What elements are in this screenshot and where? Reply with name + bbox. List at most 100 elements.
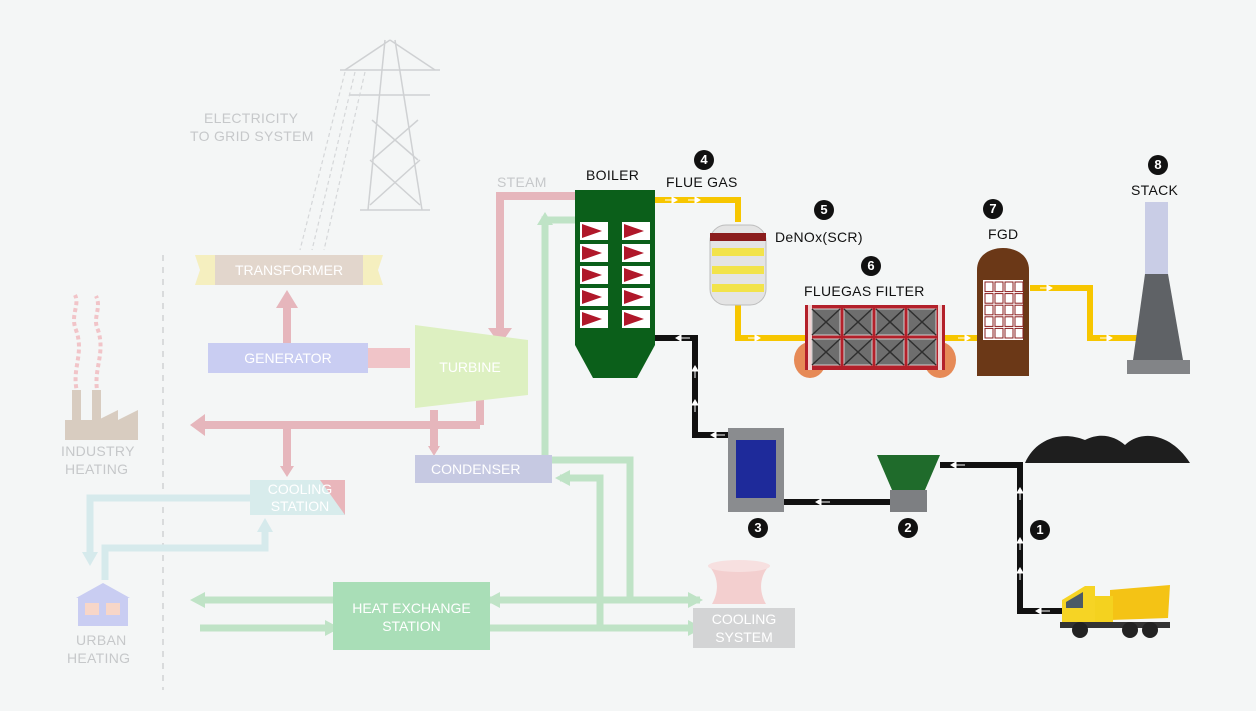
cooling-station-accent bbox=[320, 480, 345, 515]
condenser-arrow-head bbox=[428, 446, 440, 456]
transmission-tower-icon bbox=[340, 39, 440, 211]
heat-exchange-label-line1: HEAT EXCHANGE bbox=[352, 600, 471, 616]
boiler-flame bbox=[624, 290, 644, 304]
fgd-window-cell bbox=[984, 281, 994, 293]
generator-box bbox=[208, 343, 368, 373]
flue-gas-arrows bbox=[665, 196, 1113, 342]
fgd-window-cell bbox=[984, 316, 994, 327]
fgd-grid bbox=[984, 281, 1024, 339]
boiler-flame bbox=[582, 312, 602, 326]
boiler-flame bbox=[624, 268, 644, 282]
coal-mill-window bbox=[736, 440, 776, 498]
fgd-window-cell bbox=[994, 304, 1004, 316]
factory-icon bbox=[65, 294, 138, 440]
condenser-box bbox=[415, 455, 552, 483]
filter-cell bbox=[907, 308, 937, 336]
step-badge-4: 4 bbox=[694, 150, 714, 170]
generator-label: GENERATOR bbox=[244, 350, 332, 366]
coal-crusher-base bbox=[890, 490, 927, 512]
fgd-window-cell bbox=[994, 293, 1004, 304]
electricity-label-line1: ELECTRICITY bbox=[204, 110, 299, 126]
boiler-flame bbox=[624, 312, 644, 326]
filter-cell bbox=[811, 338, 841, 366]
denox-label: DeNOx(SCR) bbox=[775, 229, 863, 245]
cooling-station-box bbox=[250, 480, 345, 515]
stack-chimney bbox=[1127, 202, 1190, 374]
step-badge-3: 3 bbox=[748, 518, 768, 538]
filter-cell bbox=[875, 308, 905, 336]
step-badge-6: 6 bbox=[861, 256, 881, 276]
cooling-station-label-line2: STATION bbox=[270, 498, 330, 514]
coal-pile-icon bbox=[1025, 435, 1190, 463]
cooling-station-arrow-head bbox=[257, 518, 273, 532]
fgd-window-cell bbox=[1004, 327, 1014, 339]
turbine-shape bbox=[415, 325, 528, 408]
filter-cell bbox=[811, 308, 841, 336]
step-badge-2: 2 bbox=[898, 518, 918, 538]
filter-cell bbox=[875, 338, 905, 366]
steam-pipes bbox=[200, 192, 575, 470]
fgd-window-cell bbox=[1014, 327, 1024, 339]
condenser-label: CONDENSER bbox=[431, 461, 521, 477]
fgd-window-cell bbox=[1014, 304, 1024, 316]
heat-exchange-box bbox=[333, 582, 490, 650]
boiler-flame bbox=[582, 246, 602, 260]
cooling-tower-top bbox=[708, 560, 770, 572]
transformer-end-left bbox=[195, 255, 215, 285]
fgd-window-cell bbox=[1004, 281, 1014, 293]
fluegas-filter-label: FLUEGAS FILTER bbox=[804, 283, 925, 299]
industry-arrow-head bbox=[190, 414, 205, 436]
cooling-system-label-line2: SYSTEM bbox=[715, 629, 773, 645]
transformer-box bbox=[215, 255, 363, 285]
urban-pipes bbox=[86, 494, 269, 580]
power-lines bbox=[299, 71, 366, 251]
step-badge-8: 8 bbox=[1148, 155, 1168, 175]
fgd-window-cell bbox=[994, 316, 1004, 327]
fgd-label: FGD bbox=[988, 226, 1019, 242]
fgd-window-cell bbox=[1004, 293, 1014, 304]
industry-heating-line1: INDUSTRY bbox=[61, 443, 135, 459]
fgd-window-cell bbox=[984, 327, 994, 339]
fgd-window-cell bbox=[1004, 316, 1014, 327]
stack-label: STACK bbox=[1131, 182, 1179, 198]
water-arrow-heads bbox=[190, 212, 703, 636]
boiler-label: BOILER bbox=[586, 167, 640, 183]
fgd-window-cell bbox=[1014, 281, 1024, 293]
coal-crusher-hopper bbox=[877, 455, 940, 490]
step-badge-5: 5 bbox=[814, 200, 834, 220]
industry-heating-line2: HEATING bbox=[65, 461, 129, 477]
denox-reactor bbox=[709, 224, 767, 306]
electricity-label-line2: TO GRID SYSTEM bbox=[190, 128, 314, 144]
dump-truck-icon bbox=[1060, 585, 1170, 638]
flue-gas-label: FLUE GAS bbox=[666, 174, 738, 190]
boiler-flame bbox=[582, 290, 602, 304]
transformer-arrow-head bbox=[276, 290, 298, 308]
urban-heating-line1: URBAN bbox=[76, 632, 127, 648]
fgd-window-cell bbox=[994, 327, 1004, 339]
turbine-label: TURBINE bbox=[439, 359, 501, 375]
boiler-flame bbox=[582, 268, 602, 282]
boiler-flame bbox=[624, 224, 644, 238]
cooling-arrow-head bbox=[280, 466, 294, 477]
transformer-label: TRANSFORMER bbox=[234, 262, 344, 278]
fgd-window-cell bbox=[1004, 304, 1014, 316]
cooling-station-label-line1: COOLING bbox=[267, 481, 333, 497]
cooling-system-label-line1: COOLING bbox=[711, 611, 777, 627]
house-icon bbox=[76, 583, 130, 626]
fgd-window-cell bbox=[994, 281, 1004, 293]
coal-flow-arrows bbox=[675, 334, 1050, 615]
fgd-window-cell bbox=[984, 293, 994, 304]
boiler-tubes bbox=[580, 222, 650, 328]
fgd-window-cell bbox=[1014, 293, 1024, 304]
fgd-window-cell bbox=[984, 304, 994, 316]
filter-cell bbox=[843, 308, 873, 336]
transformer-end-right bbox=[363, 255, 383, 285]
filter-cell bbox=[907, 338, 937, 366]
cooling-tower-icon bbox=[708, 565, 770, 604]
step-badge-7: 7 bbox=[983, 199, 1003, 219]
step-badge-1: 1 bbox=[1030, 520, 1050, 540]
boiler-flame bbox=[582, 224, 602, 238]
fgd-window-cell bbox=[1014, 316, 1024, 327]
generator-shaft bbox=[368, 348, 410, 368]
